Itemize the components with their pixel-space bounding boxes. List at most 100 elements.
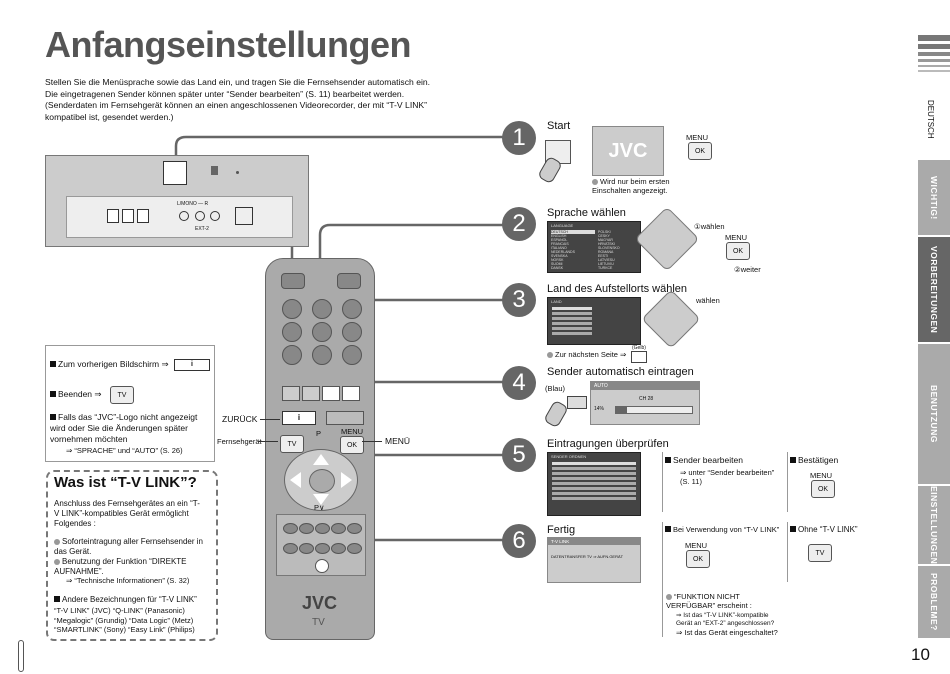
step-2-choose: ①wählen: [694, 222, 725, 231]
step-3-title: Land des Aufstellorts wählen: [547, 283, 688, 295]
panel-btn: [107, 209, 119, 223]
step-5-divider: [662, 452, 663, 512]
step-4-circle: 4: [502, 366, 536, 400]
step-3-choose: wählen: [696, 296, 720, 305]
step-6-divider-2: [787, 522, 788, 582]
step-6-ok: OK: [686, 550, 710, 568]
step-2-ok: OK: [726, 242, 750, 260]
step-1-circle: 1: [502, 121, 536, 155]
step-6-without: Ohne “T-V LINK”: [790, 525, 858, 534]
remote-power-button[interactable]: [281, 273, 305, 289]
panel-btn: [137, 209, 149, 223]
step-6-q1: ⇒ Ist das “T-V LINK”-kompatible Gerät an…: [676, 612, 775, 627]
blue-key[interactable]: [342, 386, 360, 401]
tv-link-box: Was ist “T-V LINK”? Anschluss des Fernse…: [46, 470, 218, 641]
auto-screen-pct: 14%: [594, 406, 605, 412]
nav-left-icon[interactable]: [290, 472, 301, 488]
yellow-key[interactable]: [322, 386, 340, 401]
tvlink-screen: T-V LINK DATENTRANSFER TV ⇒ AUFN.GERÄT: [547, 537, 641, 583]
panel-btn: [122, 209, 134, 223]
small-key[interactable]: [283, 523, 298, 534]
step-5-divider-2: [787, 452, 788, 512]
auto-screen: AUTO CH 28 14%: [590, 381, 700, 425]
small-key[interactable]: [299, 543, 314, 554]
country-screen-head: LAND: [551, 299, 562, 304]
nav-ok-button[interactable]: [309, 469, 335, 493]
step-1-ok: OK: [688, 142, 712, 160]
tab-einstellungen[interactable]: EINSTELLUNGEN: [918, 486, 950, 564]
small-key[interactable]: [315, 543, 330, 554]
sound-icon[interactable]: [315, 559, 329, 573]
num-key[interactable]: [312, 322, 332, 342]
nav-right-icon[interactable]: [341, 472, 352, 488]
small-key[interactable]: [283, 543, 298, 554]
step-6-divider: [662, 522, 663, 637]
small-key[interactable]: [331, 523, 346, 534]
jack-icon: [210, 211, 220, 221]
sidebar-stripes: [918, 35, 950, 87]
menu-button[interactable]: OK: [340, 436, 364, 454]
jack-icon: [195, 211, 205, 221]
page-title: Anfangseinstellungen: [45, 24, 412, 65]
red-key[interactable]: [282, 386, 300, 401]
num-key[interactable]: [342, 345, 362, 365]
zuruck-label: ZURÜCK: [222, 414, 258, 424]
step-5-menu: MENU: [810, 471, 833, 480]
tab-probleme[interactable]: PROBLEME?: [918, 566, 950, 638]
small-key[interactable]: [331, 543, 346, 554]
step-2-title: Sprache wählen: [547, 207, 626, 219]
end-row: Beenden ⇒: [50, 389, 102, 400]
small-key[interactable]: [315, 523, 330, 534]
tvlink-screen-head: T-V LINK: [548, 538, 640, 545]
panel-dot: [236, 171, 239, 174]
p-up-label: P: [316, 429, 322, 438]
wide-key[interactable]: [326, 411, 364, 425]
ext-label: EXT-2: [195, 226, 209, 232]
crop-mark: [18, 640, 24, 672]
step-3-next: Zur nächsten Seite ⇒: [547, 350, 626, 359]
number-pad: [282, 299, 362, 369]
step-6-title: Fertig: [547, 524, 576, 536]
menu-callout-label: MENÜ: [385, 436, 411, 446]
tv-link-other-head: Andere Bezeichnungen für “T-V LINK”: [54, 595, 197, 605]
num-key[interactable]: [342, 299, 362, 319]
num-key[interactable]: [282, 299, 302, 319]
sender-screen-head: SENDER ORDNEN: [551, 454, 587, 459]
num-key[interactable]: [342, 322, 362, 342]
green-key[interactable]: [302, 386, 320, 401]
small-key[interactable]: [299, 523, 314, 534]
remote-tv-button[interactable]: [337, 273, 361, 289]
tv-link-b1: Soforteintragung aller Fernsehsender in …: [54, 537, 203, 556]
small-key[interactable]: [347, 523, 362, 534]
step-4-blue-key: [567, 396, 587, 409]
fernsehgerat-line: [258, 441, 278, 442]
step-4-blau: (Blau): [545, 384, 566, 393]
step-6-menu: MENU: [685, 541, 708, 550]
remote-tv-text: TV: [312, 617, 325, 628]
small-key[interactable]: [347, 543, 362, 554]
info-ref: ⇒ “SPRACHE” und “AUTO” (S. 26): [66, 446, 183, 455]
num-key[interactable]: [312, 345, 332, 365]
step-4-title: Sender automatisch eintragen: [547, 366, 694, 378]
num-key[interactable]: [282, 322, 302, 342]
nav-up-icon[interactable]: [313, 454, 329, 465]
num-key[interactable]: [282, 345, 302, 365]
tab-vorbereitungen[interactable]: VORBEREITUNGEN: [918, 237, 950, 342]
step-3-gelb: (Gelb): [632, 345, 646, 351]
tv-panel: L/MONO — R EXT-2: [45, 155, 309, 247]
remote-logo: JVC: [302, 593, 338, 613]
nav-down-icon[interactable]: [313, 494, 329, 505]
p-down-label: P∨: [314, 503, 325, 512]
step-2-circle: 2: [502, 207, 536, 241]
tab-benutzung[interactable]: BENUTZUNG: [918, 344, 950, 484]
tab-wichtig[interactable]: WICHTIG!: [918, 160, 950, 235]
back-button[interactable]: i: [282, 411, 316, 425]
step-5-circle: 5: [502, 438, 536, 472]
step-3-yellow-key: [631, 351, 647, 363]
tv-button[interactable]: TV: [280, 435, 304, 453]
prev-row: Zum vorherigen Bildschirm ⇒: [50, 359, 169, 370]
step-5-ok: OK: [811, 480, 835, 498]
num-key[interactable]: [312, 299, 332, 319]
